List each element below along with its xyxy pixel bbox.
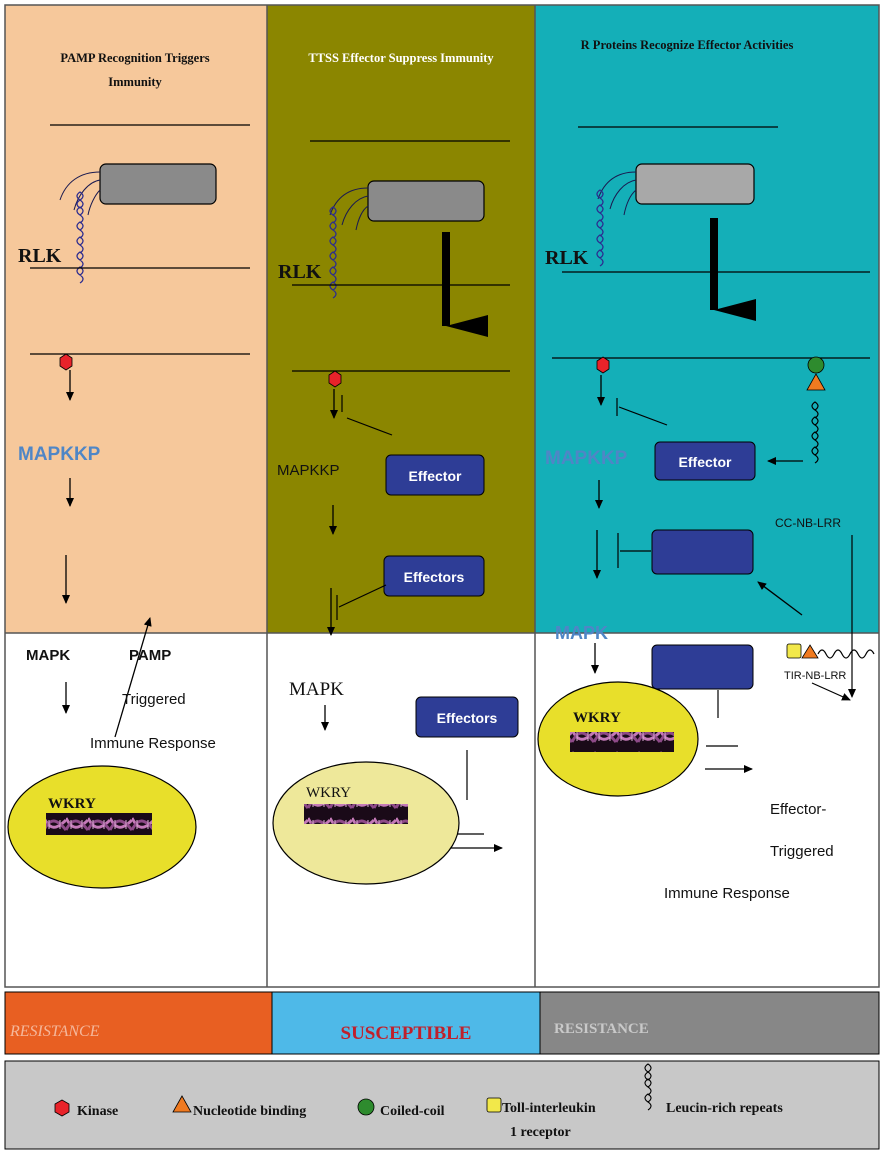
response-arrow — [114, 617, 152, 738]
effector-triggered-label-2: Triggered — [770, 843, 834, 860]
wkry-label: WKRY — [306, 785, 351, 801]
diagram-border — [4, 4, 880, 988]
panel2-background — [267, 5, 535, 633]
kinase-icon — [328, 370, 342, 388]
nucleotide-binding-icon — [172, 1095, 192, 1113]
activation-arrow — [757, 581, 803, 616]
panel1-background — [5, 5, 267, 633]
legend-toll-label-1: Toll-interleukin — [502, 1101, 596, 1116]
panel1-title-line: PAMP Recognition Triggers — [60, 51, 209, 65]
effectors-box — [383, 555, 485, 597]
inhibition-line — [338, 584, 387, 608]
effector-label: Effector — [409, 468, 462, 484]
panel1-title-line: Immunity — [108, 75, 162, 89]
outcome-resistance-1 — [4, 991, 273, 1055]
mapkkp-label: MAPKKP — [18, 444, 101, 465]
pamp-label: PAMP — [129, 647, 171, 664]
dna-icon — [304, 804, 408, 824]
effectors-label: Effectors — [404, 569, 465, 585]
tir-nb-lrr-box — [651, 644, 754, 690]
legend-panel — [4, 1060, 880, 1150]
outcome-resistance-2 — [539, 991, 880, 1055]
effector-box — [654, 441, 756, 481]
legend-kinase-label: Kinase — [77, 1104, 118, 1119]
kinase-icon — [596, 356, 610, 374]
rlk-label: RLK — [278, 261, 322, 283]
wkry-label: WKRY — [573, 710, 621, 726]
immune-response-label: Immune Response — [664, 885, 790, 902]
tir-nb-lrr-arrow — [811, 682, 851, 701]
leucine-rich-repeat-coil — [76, 191, 84, 284]
kinase-icon — [59, 353, 73, 371]
inhibition-line — [618, 406, 668, 426]
rlk-label: RLK — [18, 245, 62, 267]
triggered-label: Triggered — [122, 691, 186, 708]
dna-icon — [46, 813, 152, 835]
wkry-label: WKRY — [48, 796, 96, 812]
tir-nb-lrr-label: TIR-NB-LRR — [784, 670, 846, 682]
legend-leucine-label: Leucin-rich repeats — [666, 1101, 783, 1116]
dna-icon — [570, 732, 674, 752]
panel2-title: TTSS Effector Suppress Immunity — [308, 51, 494, 65]
cc-nb-lrr-coil — [811, 401, 819, 464]
panel3-title: R Proteins Recognize Effector Activities — [581, 38, 794, 52]
mapk-label: MAPK — [26, 647, 70, 664]
effector-triggered-label-1: Effector- — [770, 801, 826, 818]
leucine-rich-repeat-icon — [644, 1063, 652, 1111]
receptor-tether — [597, 171, 637, 216]
mapkkp-label: MAPKKP — [545, 448, 628, 469]
outcome-susceptible-label: SUSCEPTIBLE — [341, 1023, 472, 1044]
receptor-tether — [329, 187, 369, 231]
toll-interleukin-icon — [786, 643, 802, 659]
receptor-box — [99, 163, 217, 205]
cc-nb-lrr-label: CC-NB-LRR — [775, 516, 841, 530]
mapkkp-label: MAPKKP — [277, 462, 340, 479]
outcome-susceptible — [271, 991, 541, 1055]
effector-box — [385, 454, 485, 496]
nucleotide-binding-icon — [801, 644, 819, 659]
effector-label: Effector — [679, 454, 732, 470]
leucine-rich-repeat-coil — [596, 189, 604, 267]
legend-nucleotide-label: Nucleotide binding — [193, 1104, 306, 1119]
leucine-rich-repeat-coil — [329, 206, 337, 299]
toll-interleukin-icon — [486, 1097, 502, 1113]
immune-response-label: Immune Response — [90, 735, 216, 752]
receptor-box — [367, 180, 485, 222]
leucine-rich-repeat-coil — [817, 649, 875, 659]
effectors-label: Effectors — [437, 710, 498, 726]
r-protein-box — [651, 529, 754, 575]
coiled-coil-icon — [807, 356, 825, 374]
legend-coiledcoil-label: Coiled-coil — [380, 1104, 445, 1119]
outcome-resistance-1-label: RESISTANCE — [9, 1023, 100, 1040]
mapk-label: MAPK — [555, 623, 608, 643]
rlk-label: RLK — [545, 247, 589, 269]
receptor-box — [635, 163, 755, 205]
mapk-label: MAPK — [289, 679, 344, 700]
nucleotide-binding-icon — [806, 373, 826, 391]
inhibition-line — [346, 417, 393, 436]
panel3-background — [535, 5, 879, 633]
receptor-tether — [59, 171, 101, 216]
effectors-box — [415, 696, 519, 738]
legend-toll-label-2: 1 receptor — [510, 1125, 571, 1140]
coiled-coil-icon — [357, 1098, 375, 1116]
kinase-icon — [54, 1099, 70, 1117]
outcome-resistance-2-label: RESISTANCE — [554, 1021, 649, 1037]
